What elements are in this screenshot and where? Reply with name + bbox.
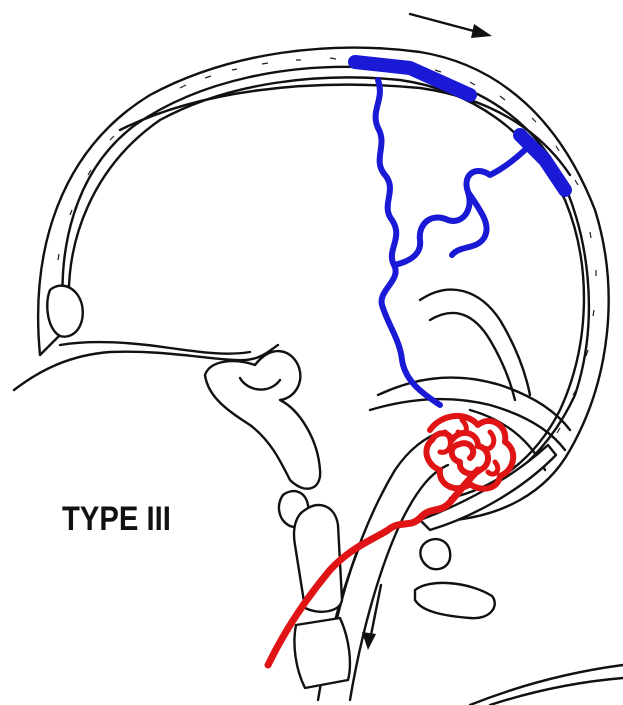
flow-arrow-top (410, 14, 492, 38)
cortical-vein-main (376, 80, 440, 405)
vertebra-c3 (294, 618, 349, 688)
vertebra-c2 (294, 505, 342, 612)
lower-structure (470, 665, 623, 705)
posterior-arch-1 (420, 539, 450, 569)
skull-vault (38, 48, 608, 520)
frontal-sinus (47, 286, 83, 337)
type-label: TYPE III (62, 500, 171, 539)
posterior-arch-2 (415, 583, 495, 618)
flow-arrow-bottom (362, 585, 381, 650)
sphenoid-bone (205, 351, 320, 489)
